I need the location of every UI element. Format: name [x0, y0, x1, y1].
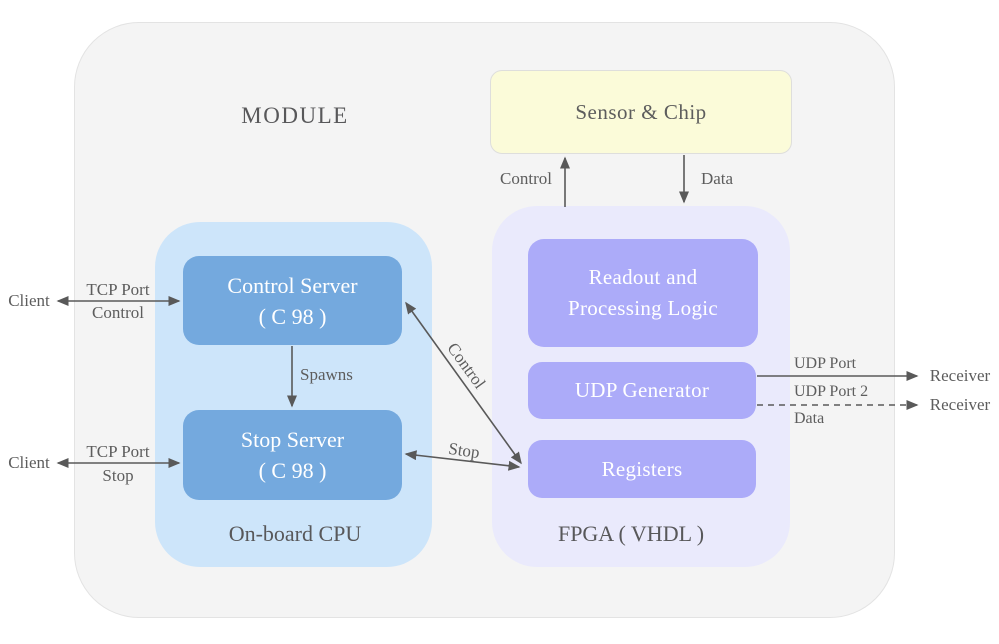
edge-label-tcp-port-stop-line1: TCP Port — [86, 442, 150, 461]
readout-label-line2: Processing Logic — [567, 296, 719, 320]
readout-label-line1: Readout and — [588, 265, 698, 289]
control-server-label-line1: Control Server — [227, 272, 358, 298]
receiver-udp-endpoint: Receiver — [929, 366, 991, 385]
edge-label-udp-port: UDP Port — [794, 355, 857, 372]
client-control-endpoint: Client — [8, 291, 50, 310]
edge-label-spawns: Spawns — [300, 365, 353, 384]
edge-label-sensor-control: Control — [500, 169, 552, 188]
readout-processing-node: Readout and Processing Logic — [528, 239, 758, 347]
receiver-udp2-endpoint: Receiver — [929, 395, 991, 414]
module-title: MODULE — [241, 103, 349, 128]
registers-label: Registers — [601, 456, 683, 481]
registers-node: Registers — [528, 440, 756, 498]
stop-server-node: Stop Server ( C 98 ) — [183, 410, 402, 500]
edge-label-udp-data: Data — [794, 410, 825, 427]
udp-generator-label: UDP Generator — [574, 378, 710, 402]
sensor-chip-label: Sensor & Chip — [575, 99, 707, 124]
edge-label-tcp-port-control-line1: TCP Port — [86, 280, 150, 299]
udp-generator-node: UDP Generator — [528, 362, 756, 419]
client-stop-endpoint: Client — [8, 453, 50, 472]
edge-label-tcp-port-stop-line2: Stop — [102, 466, 134, 485]
control-server-node: Control Server ( C 98 ) — [183, 256, 402, 345]
control-server-label-line2: ( C 98 ) — [258, 303, 327, 329]
onboard-cpu-label: On-board CPU — [228, 521, 362, 546]
fpga-label: FPGA ( VHDL ) — [557, 521, 705, 546]
sensor-chip-node: Sensor & Chip — [490, 70, 792, 154]
edge-label-udp-port-2: UDP Port 2 — [794, 383, 869, 400]
stop-server-label-line1: Stop Server — [240, 427, 345, 452]
edge-label-sensor-data: Data — [700, 169, 734, 188]
stop-server-label-line2: ( C 98 ) — [258, 458, 327, 483]
edge-label-tcp-port-control-line2: Control — [92, 303, 144, 322]
